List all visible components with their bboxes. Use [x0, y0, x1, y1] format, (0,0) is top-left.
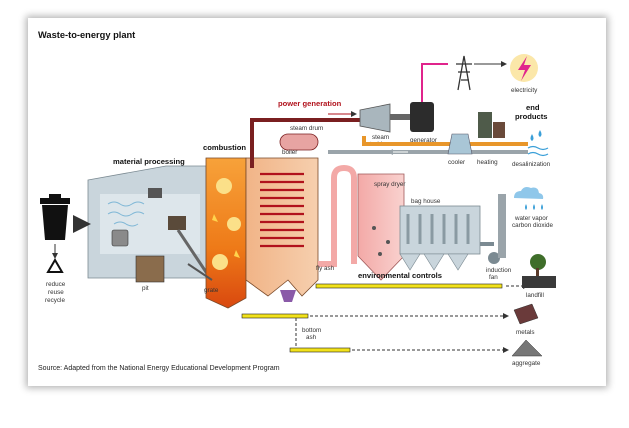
bottom-ash-conveyor [241, 313, 309, 319]
label-aggregate: aggregate [512, 360, 541, 367]
section-label-material-processing: material processing [113, 157, 185, 166]
label-landfill: landfill [526, 292, 544, 299]
steam-pipe [250, 118, 364, 168]
section-label-end-products-2: products [515, 112, 548, 121]
label-boiler: boiler [282, 149, 297, 156]
section-label-environmental-controls: environmental controls [358, 271, 442, 280]
combustion-chamber [205, 157, 247, 309]
material-processing-building [87, 165, 212, 283]
spray-dryer [357, 173, 405, 281]
label-reuse: reuse [48, 289, 64, 296]
label-grate: grate [204, 287, 219, 294]
label-recycle: recycle [45, 297, 65, 304]
water-drops-icon [527, 130, 549, 157]
label-generator: generator [410, 137, 437, 144]
trash-bin-icon [40, 194, 70, 240]
grate-ramp [187, 263, 213, 281]
label-reduce: reduce [46, 281, 66, 288]
generator [390, 102, 434, 132]
aggregate-pile [511, 339, 543, 357]
label-bag-house: bag house [411, 198, 441, 205]
steam-turbine [359, 103, 391, 133]
label-steam-drum: steam drum [290, 125, 323, 132]
smokestack [498, 194, 506, 258]
cooler [447, 133, 473, 155]
label-pit: pit [142, 285, 149, 292]
flue-duct [318, 164, 357, 267]
label-cooler: cooler [448, 159, 465, 166]
hot-water-pipe [362, 136, 528, 146]
fly-ash-conveyor [315, 283, 503, 289]
label-metals: metals [516, 329, 535, 336]
electricity-icon [510, 54, 538, 82]
recycle-icon [46, 258, 64, 273]
section-label-end-products-1: end [526, 103, 540, 112]
label-bottom-ash-1: bottom [302, 327, 321, 334]
source-note: Source: Adapted from the National Energy… [38, 365, 280, 372]
label-bottom-ash-2: ash [306, 334, 317, 341]
section-label-power-generation: power generation [278, 99, 342, 108]
diagram-title: Waste-to-energy plant [38, 30, 135, 40]
cloud-icon [514, 187, 544, 210]
label-electricity: electricity [511, 87, 538, 94]
heating-building [478, 112, 505, 138]
induction-fan [488, 252, 500, 264]
label-heating: heating [477, 159, 498, 166]
label-induction-1: induction [486, 267, 512, 274]
aggregate-conveyor [289, 347, 351, 353]
label-carbon-dioxide: carbon dioxide [512, 222, 553, 229]
label-spray-dryer: spray dryer [374, 181, 406, 188]
transmission-tower-icon [456, 55, 472, 91]
section-label-combustion: combustion [203, 143, 246, 152]
diagram-card: Waste-to-energy plant material processin… [28, 18, 606, 386]
magnet-separator [280, 290, 296, 302]
label-water-vapor: water vapor [514, 215, 548, 222]
label-steam-turbine-1: steam [372, 134, 389, 141]
bag-house [399, 205, 481, 271]
label-desalinization: desalinization [512, 161, 551, 168]
metals-pile [513, 303, 539, 325]
label-induction-2: fan [489, 274, 498, 281]
label-fly-ash: fly ash [316, 265, 335, 272]
tree-icon [522, 254, 556, 288]
boiler [245, 133, 319, 297]
electric-line [421, 63, 448, 102]
waste-to-energy-diagram: Waste-to-energy plant material processin… [38, 30, 556, 372]
